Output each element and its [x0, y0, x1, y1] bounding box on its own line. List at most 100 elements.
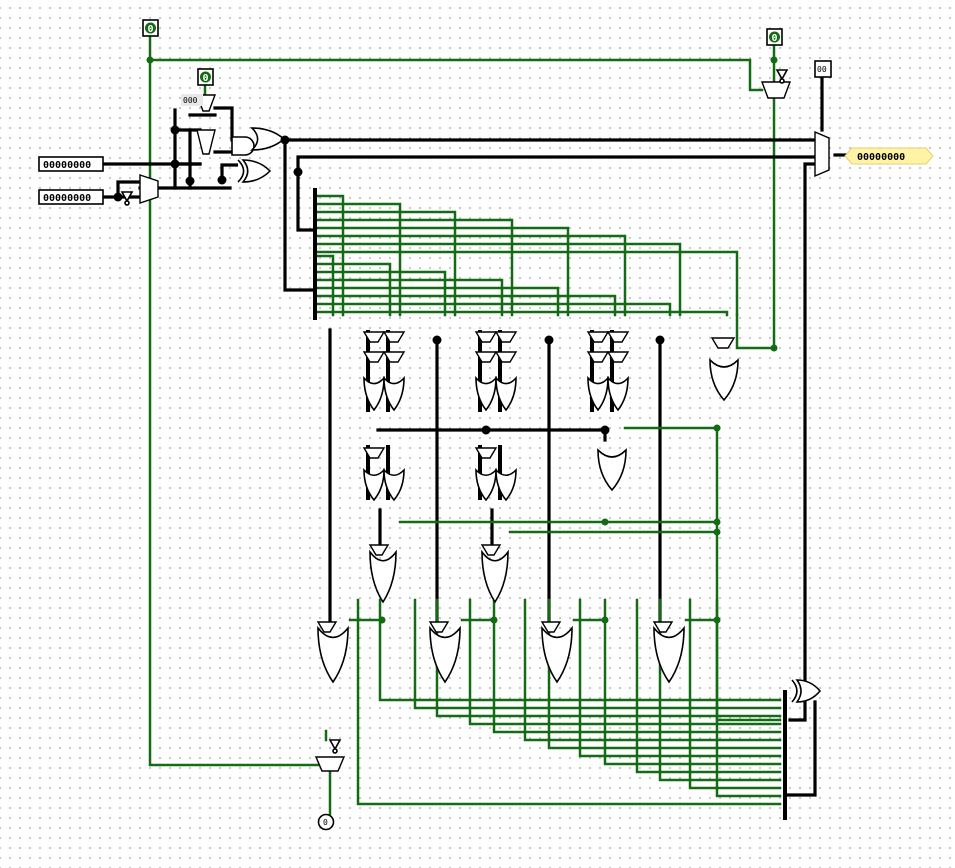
junction-dot [770, 56, 778, 64]
or-gate-vertical [317, 625, 349, 684]
output-carry-value: 0 [323, 818, 328, 827]
not-gate [775, 69, 789, 81]
multiplexer [382, 351, 406, 363]
or-gate [250, 127, 286, 151]
multiplexer [586, 331, 610, 343]
junction-dot [113, 192, 123, 202]
bus-wire [788, 700, 807, 722]
multiplexer [362, 331, 386, 343]
junction-dot [481, 425, 491, 435]
multiplexer [760, 81, 792, 99]
select-pin-right-value: 0 [772, 33, 778, 44]
bus-wire [213, 106, 250, 142]
select-pin-top[interactable]: 0 [142, 19, 159, 37]
bus-wire [220, 163, 242, 182]
wire [148, 58, 764, 92]
wire [658, 598, 782, 782]
junction-dot [713, 518, 721, 526]
junction-dot [601, 616, 609, 624]
wire [313, 226, 570, 317]
multiplexer [494, 331, 518, 343]
junction-dot [713, 616, 721, 624]
bus-wire [786, 700, 817, 797]
junction-dot [601, 518, 609, 526]
output-carry: 0 [317, 813, 335, 831]
multiplexer [474, 351, 498, 363]
junction-dot [378, 616, 386, 624]
wire [635, 598, 782, 774]
or-gate-vertical [363, 375, 385, 412]
multiplexer [540, 621, 562, 633]
output-top-right: 00 [814, 60, 832, 78]
or-gate-vertical [383, 468, 405, 502]
junction-dot [280, 135, 290, 145]
wire [715, 618, 782, 722]
multiplexer [362, 351, 386, 363]
not-gate [120, 191, 134, 203]
multiplexer [316, 621, 338, 633]
bus-wire [296, 155, 817, 174]
wire [313, 194, 345, 317]
multiplexer [368, 544, 390, 556]
wire [313, 262, 392, 317]
or-gate-vertical [383, 375, 405, 412]
junction-dot [490, 616, 498, 624]
multiplexer [480, 544, 502, 556]
input-bus-b[interactable]: 00000000 [38, 189, 104, 205]
junction-dot [170, 159, 180, 169]
wire [523, 598, 782, 742]
or-gate-vertical [495, 468, 517, 502]
multiplexer [382, 331, 406, 343]
bus-wire [296, 170, 317, 232]
multiplexer [586, 351, 610, 363]
wire [313, 294, 617, 317]
multiplexer [494, 351, 518, 363]
select-pin-mid[interactable]: 0 [197, 68, 214, 86]
select-pin-mid-value: 0 [203, 73, 209, 84]
bus-wire [803, 162, 817, 692]
junction-dot [432, 335, 442, 345]
bus-wire [283, 138, 317, 292]
output-bus: 00000000 [844, 147, 934, 165]
wire [435, 598, 782, 718]
junction-dot [185, 176, 195, 186]
input-bus-a-value: 00000000 [43, 160, 91, 171]
input-bus-b-value: 00000000 [43, 193, 91, 204]
not-gate-bubble [124, 200, 130, 206]
multiplexer [652, 621, 674, 633]
multiplexer [362, 447, 386, 459]
junction-dot [713, 424, 721, 432]
wire [356, 598, 782, 806]
xor-gate [241, 159, 272, 183]
wire [492, 598, 782, 734]
or-gate-vertical [587, 375, 609, 412]
wire [715, 598, 782, 798]
multiplexer [710, 337, 736, 349]
or-gate-vertical [475, 468, 497, 502]
wire [623, 426, 719, 622]
multiplexer [606, 331, 630, 343]
xor-gate [795, 679, 822, 703]
select-pin-top-value: 0 [148, 24, 154, 35]
junction-dot [713, 528, 721, 536]
gate-layer [120, 69, 830, 820]
and-gate [231, 136, 255, 156]
or-gate-vertical [495, 375, 517, 412]
wire [313, 234, 627, 317]
multiplexer [196, 129, 216, 155]
or-gate-vertical [653, 625, 685, 684]
multiplexer [814, 130, 830, 178]
wire [313, 302, 672, 317]
or-gate-vertical [709, 358, 739, 402]
wire-layer [101, 34, 847, 816]
wire [313, 250, 739, 317]
wire [413, 598, 782, 710]
wire [468, 598, 782, 726]
multiplexer [314, 756, 346, 772]
junction-dot [544, 335, 554, 345]
input-bus-a[interactable]: 00000000 [38, 156, 104, 172]
select-pin-right[interactable]: 0 [766, 28, 783, 46]
junction-dot [655, 335, 665, 345]
junction-layer [113, 56, 778, 624]
